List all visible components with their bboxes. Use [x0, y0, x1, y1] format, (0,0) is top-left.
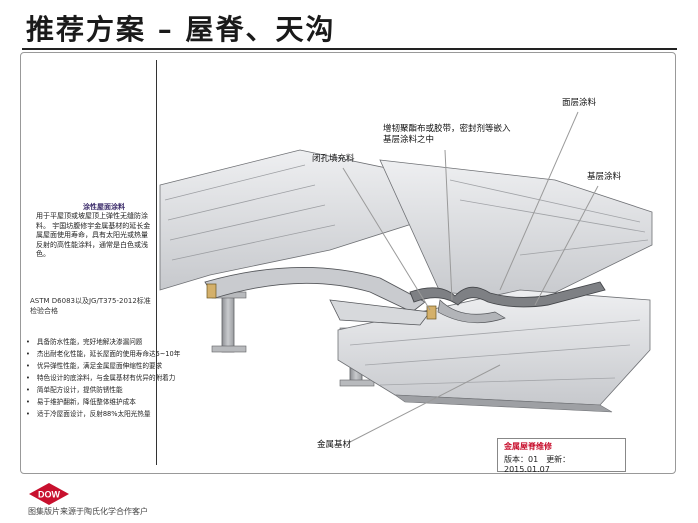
closed-cell-filler-left	[206, 283, 217, 299]
feature-item: 优异弹性性能，满足金属屋面伸缩性的要求	[26, 360, 180, 372]
dow-logo: DOW	[29, 483, 69, 505]
update-label: 更新：2015.01.07	[504, 455, 571, 474]
callout-base-coat: 基层涂料	[587, 172, 622, 182]
feature-item: 易于维护翻新，降低整体维护成本	[26, 396, 180, 408]
product-description: 用于平屋顶或坡屋顶上弹性无缝防涂料。 宇国坊腹修宇金属基材的延长金属屋面使用寿命…	[36, 212, 151, 258]
dow-logo-text: DOW	[38, 490, 61, 500]
leader-base-coat	[534, 185, 599, 306]
leader-top-coat	[499, 111, 579, 291]
callout-leaders	[342, 111, 599, 443]
feature-item: 简单配方设计，提供防锈性能	[26, 384, 180, 396]
leader-reinforcement	[444, 149, 453, 301]
feature-item: 具备防水性能，完好地解决渗漏问题	[26, 336, 180, 348]
callout-top-coat: 面层涂料	[562, 98, 597, 108]
footer-caption: 图集版片来源于陶氏化学合作客户	[28, 507, 148, 516]
steel-purlin-left	[211, 291, 247, 353]
standard-compliance: ASTM D6083以及JG/T375-2012标准检验合格	[30, 297, 151, 315]
page-title: 推荐方案 – 屋脊、天沟	[26, 13, 336, 46]
ridge-flashing	[204, 267, 431, 326]
callout-closed-cell-filler: 闭孔填充料	[312, 154, 355, 164]
feature-item: 杰出耐老化性能，延长屋面的使用寿命达5~10年	[26, 348, 180, 360]
leader-metal-substrate	[349, 364, 501, 443]
detail-title: 金属屋脊维修	[504, 442, 552, 451]
callout-reinforcement: 增韧聚酯布或胶带，密封剂等嵌入基层涂料之中	[383, 124, 511, 145]
column-divider	[156, 60, 157, 465]
content-frame	[20, 52, 676, 474]
callout-metal-substrate: 金属基材	[317, 440, 352, 450]
feature-list: 具备防水性能，完好地解决渗漏问题 杰出耐老化性能，延长屋面的使用寿命达5~10年…	[26, 336, 180, 420]
title-underline	[22, 48, 677, 50]
back-roof-panel	[159, 149, 441, 291]
product-title: 涂性屋面涂料	[83, 203, 125, 211]
coating-system	[409, 281, 606, 324]
feature-item: 适于冷屋面设计，反射88%太阳光热量	[26, 408, 180, 420]
feature-item: 特色设计的底涂料，与金属基材有优异的附着力	[26, 372, 180, 384]
version-label: 版本：01	[504, 455, 539, 464]
leader-closed-cell-filler	[342, 167, 431, 311]
closed-cell-filler-right	[426, 305, 437, 320]
